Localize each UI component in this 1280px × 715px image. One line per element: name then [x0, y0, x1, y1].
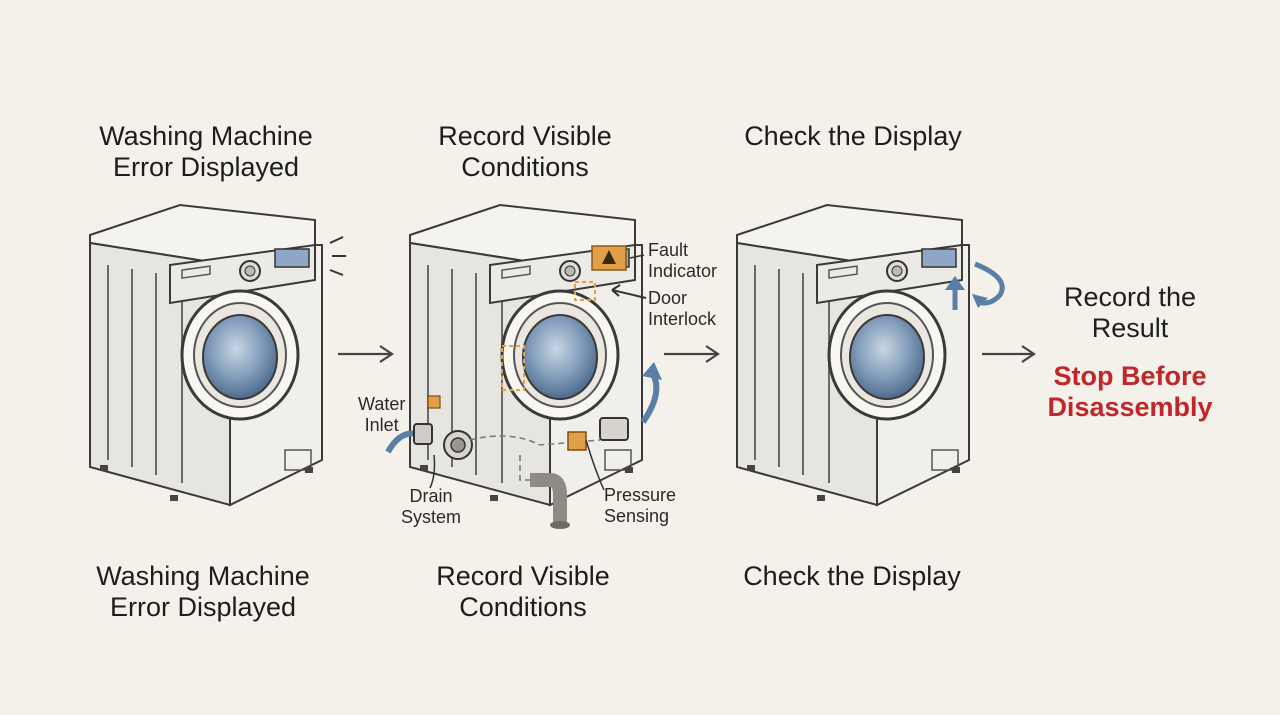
callout-water-inlet: Water Inlet: [358, 394, 406, 435]
step-2-top-title: Record Visible Conditions: [438, 121, 612, 182]
step-1-bottom-title: Washing Machine Error Displayed: [96, 561, 310, 622]
washer-step-3-image: [735, 203, 971, 507]
callout-fault-indicator: Fault Indicator: [648, 240, 718, 281]
callout-pressure-sensing: Pressure Sensing: [604, 485, 677, 526]
pressure-sensor-icon: [567, 431, 587, 451]
washer-step-1-image: [88, 203, 324, 507]
final-step-title: Record the Result: [1063, 282, 1197, 343]
flow-arrow-3: [982, 345, 1036, 363]
callout-door-interlock: Door Interlock: [648, 288, 717, 329]
alert-lines-icon: [329, 236, 346, 276]
drain-pipe-icon: [530, 473, 567, 525]
step-1-top-title: Washing Machine Error Displayed: [99, 121, 313, 182]
flow-arrow-2: [664, 345, 720, 363]
curved-arrow-icon: [974, 261, 1005, 306]
flow-arrow-1: [338, 345, 394, 363]
warning-triangle-icon: [602, 250, 616, 264]
step-3-top-title: Check the Display: [744, 121, 962, 151]
callout-drain-system: Drain System: [401, 486, 462, 527]
step-3-bottom-title: Check the Display: [743, 561, 961, 591]
door-interlock-pointer-icon: [611, 289, 647, 299]
blue-curved-arrow-icon: [640, 370, 660, 424]
stop-warning: Stop Before Disassembly: [1047, 361, 1213, 422]
step-2-bottom-title: Record Visible Conditions: [436, 561, 610, 622]
